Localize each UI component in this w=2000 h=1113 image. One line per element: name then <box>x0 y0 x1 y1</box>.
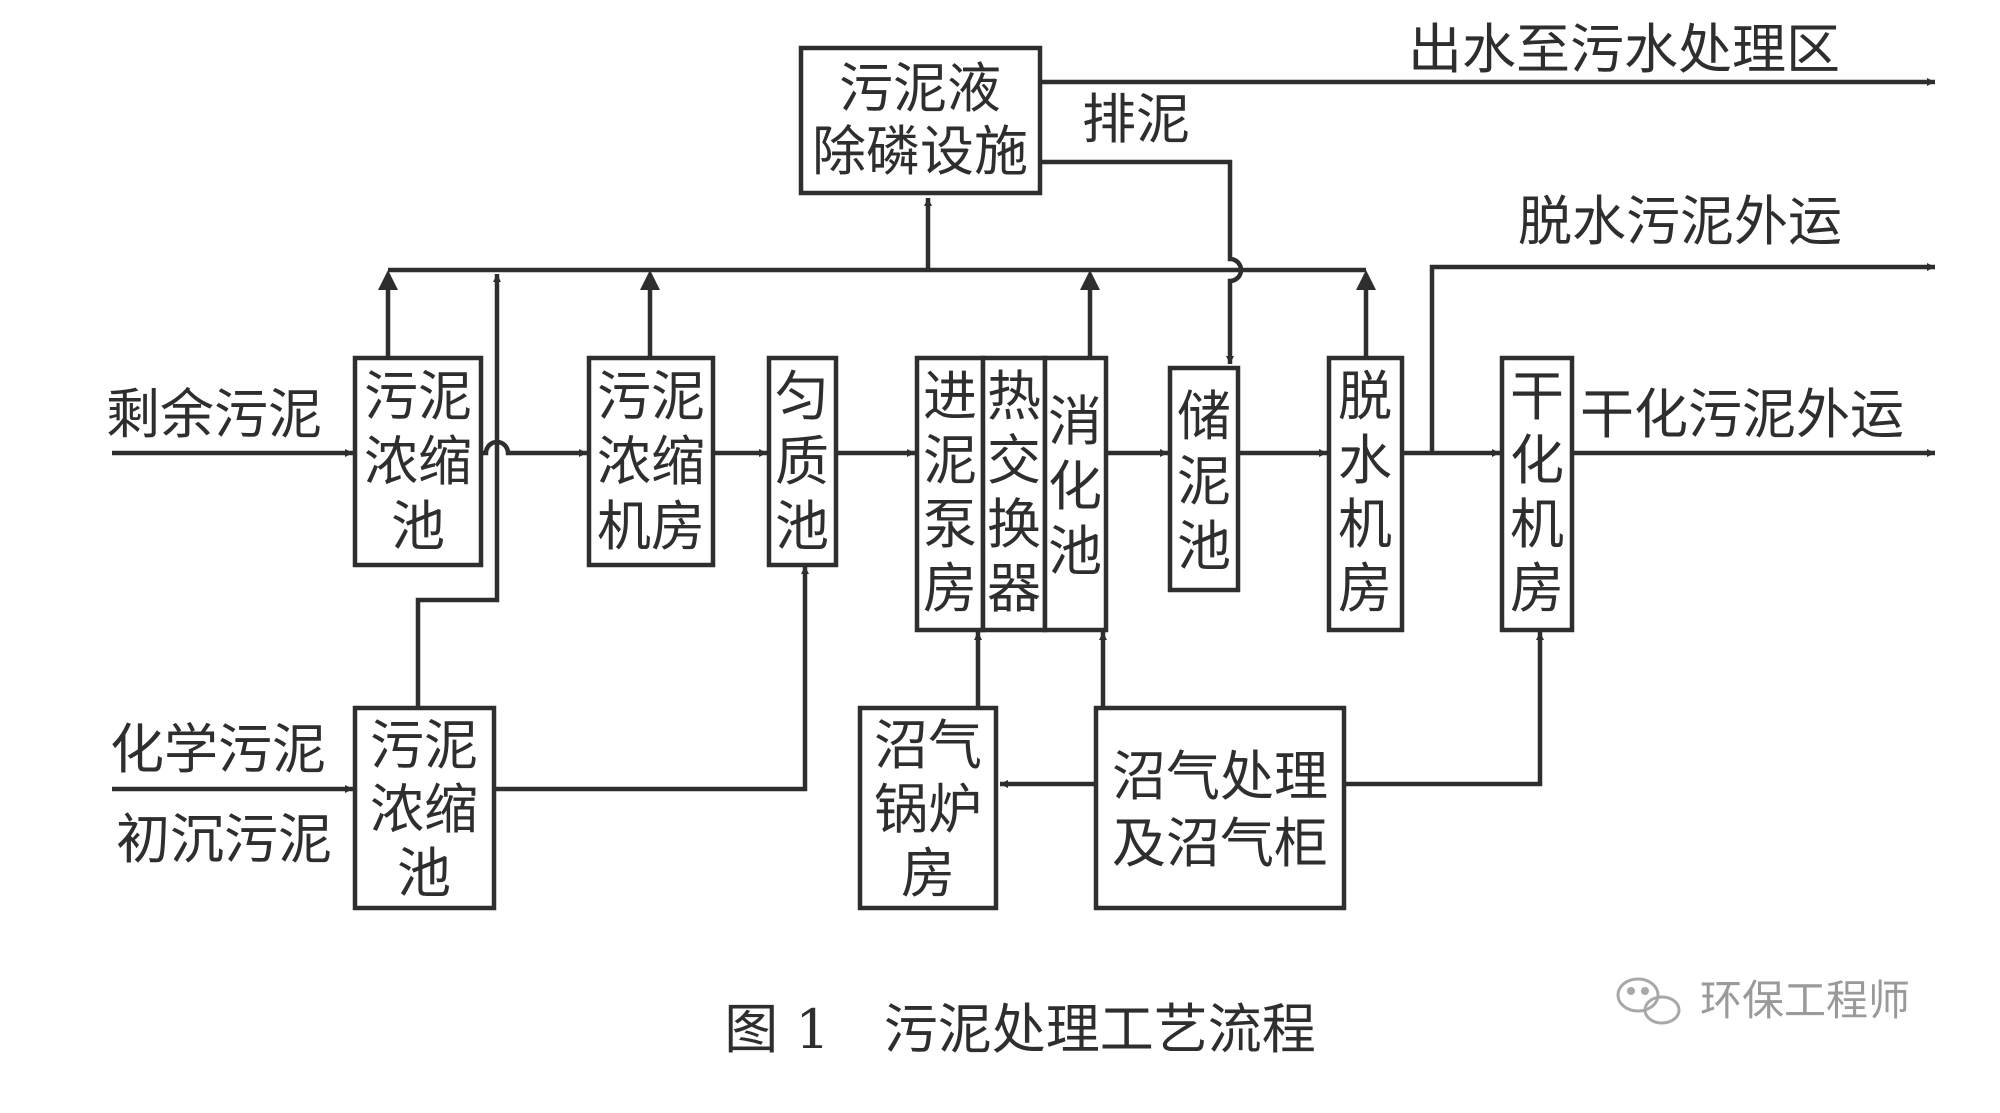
boiler-line-1: 沼气 <box>874 714 982 777</box>
box-thickening-tank-1 <box>352 355 484 568</box>
box-thickening-room <box>586 355 716 568</box>
watermark: 环保工程师 <box>1616 976 1910 1025</box>
thick1-line-2: 浓缩 <box>364 430 472 493</box>
thick2-line-1: 污泥 <box>370 714 478 777</box>
box-dewatering-room <box>1326 355 1405 633</box>
riser-thick2 <box>415 274 501 708</box>
dewater-line-2: 水 <box>1338 429 1392 492</box>
box-phosphorus-removal <box>798 45 1043 196</box>
arrowhead-up-1 <box>378 270 398 290</box>
hx-line-2: 交 <box>987 429 1041 492</box>
thickroom-line-3: 机房 <box>597 495 705 558</box>
label-discharge: 排泥 <box>1082 88 1190 151</box>
label-effluent: 出水至污水处理区 <box>1408 18 1840 81</box>
dewater-line-4: 房 <box>1338 557 1392 620</box>
store-line-1: 储 <box>1177 385 1231 448</box>
thickroom-line-2: 浓缩 <box>597 430 705 493</box>
pump-line-2: 泥 <box>923 429 977 492</box>
dry-line-2: 化 <box>1510 429 1564 492</box>
phos-line-2: 除磷设施 <box>812 120 1028 183</box>
dewater-line-1: 脱 <box>1338 365 1392 428</box>
label-dewatered-out: 脱水污泥外运 <box>1518 190 1842 253</box>
thick1-line-3: 池 <box>391 495 445 558</box>
label-dried-out: 干化污泥外运 <box>1580 383 1904 446</box>
hx-line-1: 热 <box>987 365 1041 428</box>
flow-labels: 剩余污泥 化学污泥 初沉污泥 出水至污水处理区 排泥 脱水污泥外运 干化污泥外运 <box>106 18 1904 871</box>
box-boiler-room <box>857 705 999 911</box>
biogas-line-1: 沼气处理 <box>1112 745 1328 808</box>
arrow-dewatered-out <box>1429 263 1935 453</box>
dewater-line-3: 机 <box>1338 493 1392 556</box>
thick2-line-2: 浓缩 <box>370 778 478 841</box>
homog-line-1: 匀 <box>775 365 829 428</box>
box-biogas-holder <box>1093 705 1347 911</box>
store-line-3: 池 <box>1177 515 1231 578</box>
biogas-line-2: 及沼气柜 <box>1112 812 1328 875</box>
hx-line-4: 器 <box>987 557 1041 620</box>
box-heat-exchanger <box>980 355 1048 633</box>
box-thickening-tank-2 <box>352 705 497 911</box>
hx-line-3: 换 <box>987 493 1041 556</box>
arrowhead-up-3 <box>1080 270 1100 290</box>
pump-line-3: 泵 <box>923 493 977 556</box>
pump-line-1: 进 <box>923 365 977 428</box>
arrowhead-up-2 <box>640 270 660 290</box>
digest-line-3: 池 <box>1048 520 1102 583</box>
store-line-2: 泥 <box>1177 450 1231 513</box>
box-digestion-tank <box>1042 355 1109 633</box>
box-drying-room <box>1499 355 1575 633</box>
dry-line-1: 干 <box>1510 365 1564 428</box>
box-storage-tank <box>1167 365 1241 593</box>
watermark-text: 环保工程师 <box>1700 976 1910 1025</box>
thick1-line-1: 污泥 <box>364 365 472 428</box>
wechat-icon <box>1616 977 1681 1025</box>
box-pump-room <box>914 355 986 633</box>
arrow-biogas-to-dry <box>1344 632 1544 787</box>
label-primary-sludge: 初沉污泥 <box>116 808 332 871</box>
pump-line-4: 房 <box>923 557 977 620</box>
boiler-line-3: 房 <box>901 842 955 905</box>
box-homogenization-tank <box>766 355 839 568</box>
phos-line-1: 污泥液 <box>839 57 1001 120</box>
box-texts: 污泥液 除磷设施 污泥 浓缩 池 污泥 浓缩 机房 匀 质 池 进 泥 泵 房 … <box>364 57 1564 905</box>
figure-caption: 图 1 污泥处理工艺流程 <box>724 998 1316 1061</box>
thickroom-line-1: 污泥 <box>597 365 705 428</box>
boiler-line-2: 锅炉 <box>874 778 982 841</box>
arrow-thick2-to-homog <box>494 566 809 792</box>
arrowhead-up-4 <box>1356 270 1376 290</box>
label-excess-sludge: 剩余污泥 <box>106 383 322 446</box>
digest-line-1: 消 <box>1048 390 1102 453</box>
dry-line-3: 机 <box>1510 493 1564 556</box>
homog-line-3: 池 <box>775 495 829 558</box>
digest-line-2: 化 <box>1048 455 1102 518</box>
thick2-line-3: 池 <box>397 842 451 905</box>
label-chemical-sludge: 化学污泥 <box>110 718 326 781</box>
arrow-discharge <box>1040 159 1244 364</box>
dry-line-4: 房 <box>1510 557 1564 620</box>
homog-line-2: 质 <box>775 430 829 493</box>
